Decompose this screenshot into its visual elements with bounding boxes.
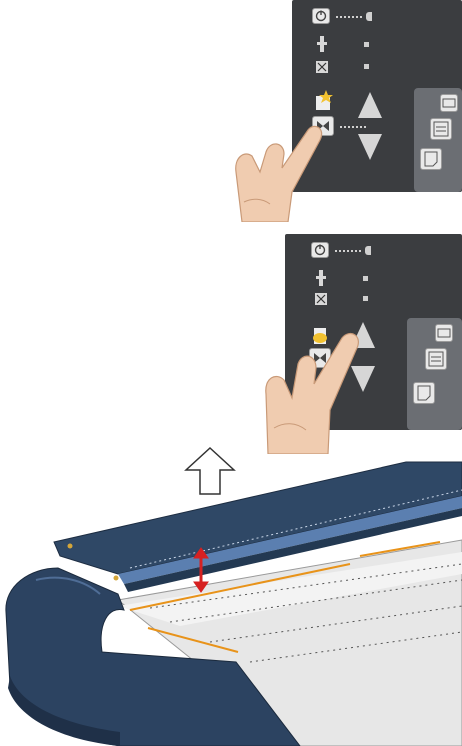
side-button-bottom[interactable] (420, 148, 442, 170)
paper-indicator-dots (340, 126, 366, 130)
side-button-top[interactable] (435, 324, 453, 342)
page-icon (421, 149, 441, 169)
power-indicator-dots (336, 16, 362, 20)
side-button-top[interactable] (440, 94, 458, 112)
power-indicator-dots (335, 250, 361, 254)
hand-illustration-top (222, 112, 332, 222)
feed-led (363, 276, 368, 281)
document-icon (436, 325, 452, 341)
feed-icon (315, 270, 327, 286)
hand-illustration-middle (258, 324, 378, 454)
feed-led (364, 42, 369, 47)
side-button-bottom[interactable] (413, 382, 435, 404)
page-icon (414, 383, 434, 403)
power-led (365, 246, 371, 255)
scan-led (364, 64, 369, 69)
document-icon (431, 119, 451, 139)
feed-icon (316, 36, 328, 52)
document-icon (441, 95, 457, 111)
document-icon (426, 349, 446, 369)
power-icon (313, 9, 329, 23)
load-paper-icon (314, 90, 334, 112)
power-button[interactable] (312, 8, 330, 24)
side-button-middle[interactable] (430, 118, 452, 140)
up-arrow-button[interactable] (358, 92, 382, 118)
power-led (366, 12, 372, 21)
down-arrow-button[interactable] (358, 134, 382, 160)
scan-led (363, 296, 368, 301)
scanner-body (0, 456, 462, 746)
scan-icon (315, 60, 329, 74)
side-button-middle[interactable] (425, 348, 447, 370)
power-icon (312, 243, 328, 257)
scan-icon (314, 292, 328, 306)
power-button[interactable] (311, 242, 329, 258)
